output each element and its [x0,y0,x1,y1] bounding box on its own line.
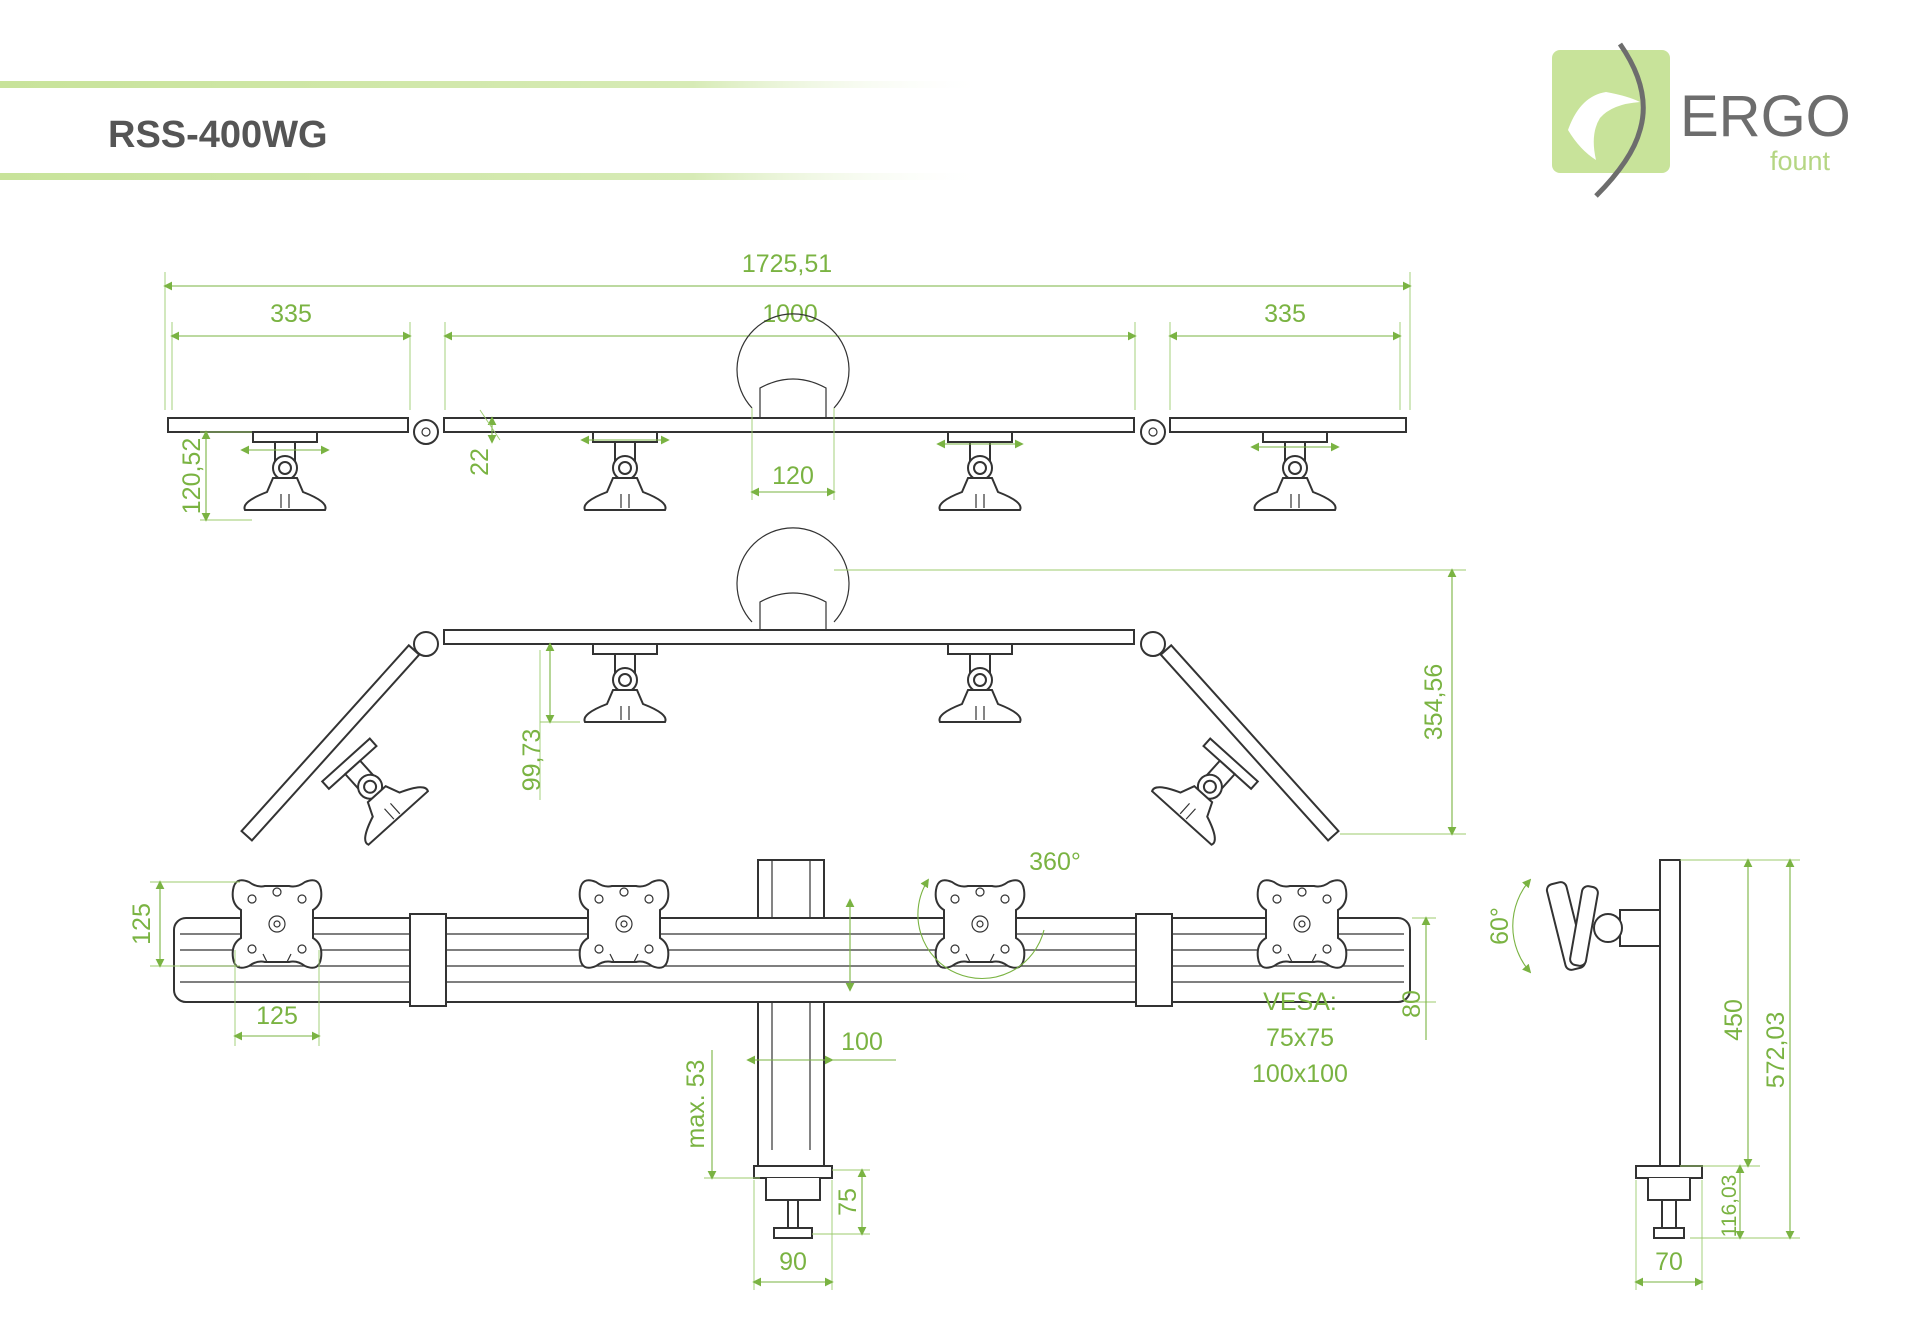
joint-right-2 [1140,631,1166,657]
tilt-arc [1512,878,1532,974]
joint-right [1140,419,1166,445]
header-rule-top [0,81,990,88]
pole-outline-2 [736,527,850,623]
dim-mount-height: 120,52 [178,438,206,514]
vesa-size-1: 75x75 [1266,1024,1334,1052]
logo-swoosh-icon [1594,42,1646,198]
vesa-plate-4 [1256,879,1348,969]
dim-vesa-height: 125 [128,903,156,945]
top-view: 1725,51 335 1000 335 120,52 [163,250,1412,522]
logo-figure-icon [1568,92,1640,160]
dim-overall-width: 1725,51 [742,250,832,278]
vesa-plate-3 [934,879,1026,969]
logo-sub: fount [1770,146,1831,176]
dim-right-span: 335 [1264,300,1306,328]
dim-clamp-width: 90 [779,1248,807,1276]
dim-pole-width: 100 [841,1028,883,1056]
dim-bar-height: 80 [1398,990,1426,1018]
side-view: 60° 450 572,03 116,03 70 [1486,858,1800,1290]
dim-rotation: 360° [1029,848,1081,876]
rotation-arrow [917,878,1045,980]
vesa-plate-1 [231,879,323,969]
dim-pole: 120 [772,462,814,490]
vesa-title: VESA: [1263,988,1337,1016]
mount-2b [583,643,667,723]
logo-badge [1552,50,1670,173]
product-title: RSS-400WG [108,114,328,156]
front-view: 360° 125 125 100 80 VESA: 75x75 100x100 … [128,848,1436,1290]
dim-clamp-max: max. 53 [682,1060,710,1149]
arm-center [443,417,1135,433]
arm-left [167,417,409,433]
mount-2 [583,431,667,511]
dim-depth: 354,56 [1420,664,1448,740]
arm-center-2 [443,629,1135,645]
dim-pole-height: 450 [1720,999,1748,1041]
header-rule-bottom [0,173,990,180]
dim-tilt: 60° [1486,907,1514,945]
arm-right-wing [1159,643,1340,842]
clamp-front [765,1178,821,1201]
pole-outline [736,313,850,409]
angled-view: 354,56 99,73 [240,527,1466,847]
logo-name: ERGO [1680,84,1851,149]
crossbar-front [173,917,1411,1003]
pole-side [1659,859,1681,1171]
dim-left-span: 335 [270,300,312,328]
clamp-side [1647,1178,1691,1201]
connector-left [409,913,447,1007]
dim-offset: 22 [466,448,494,476]
connector-right [1135,913,1173,1007]
dim-clamp-height: 75 [834,1188,862,1216]
joint-left [413,419,439,445]
dim-vesa-width: 125 [256,1002,298,1030]
brand-logo: ERGO fount [1552,42,1851,198]
dim-mount-height-2: 99,73 [518,729,546,792]
mount-1 [243,431,327,511]
mount-4 [1253,431,1337,511]
vesa-size-2: 100x100 [1252,1060,1348,1088]
mount-3b [938,643,1022,723]
dim-total-height: 572,03 [1762,1012,1790,1088]
dim-clamp-width-side: 70 [1655,1248,1683,1276]
arm-left-wing [240,643,421,842]
vesa-plate-2 [578,879,670,969]
pole-front [757,859,825,1171]
arm-right [1169,417,1407,433]
joint-left-2 [413,631,439,657]
dim-clamp-height-side: 116,03 [1718,1175,1741,1238]
